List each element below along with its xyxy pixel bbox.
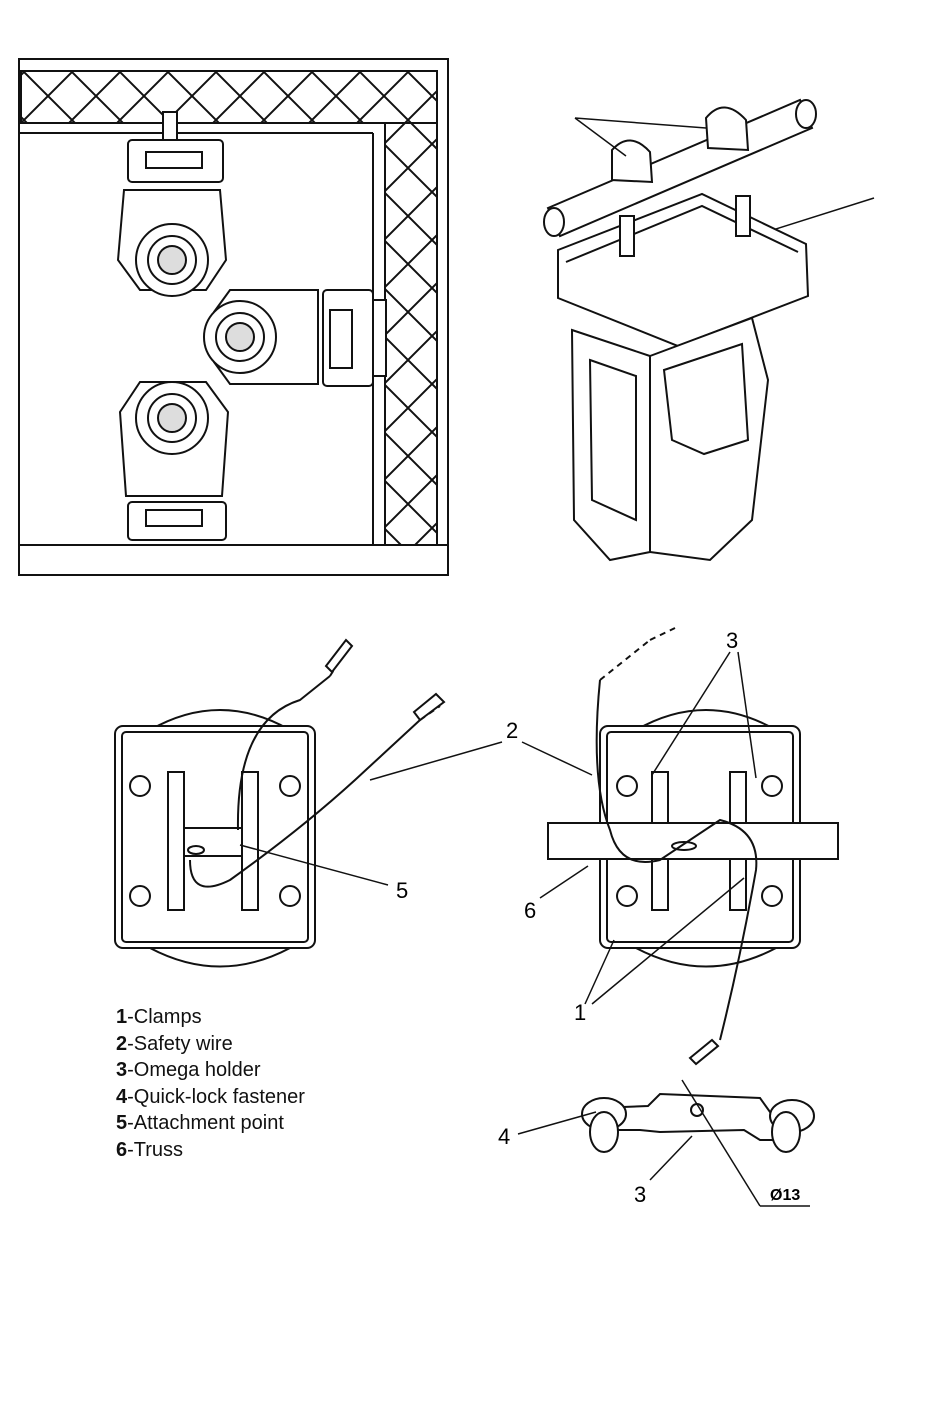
callout-5: 5 [396,878,408,903]
fixture-bottom-view-right [548,628,838,1064]
legend-item-truss: 6-Truss [116,1137,305,1164]
fixture-side-mounted [204,290,386,386]
legend-item-omega-holder: 3-Omega holder [116,1057,305,1084]
callout-3-bottom: 3 [634,1182,646,1207]
callout-4: 4 [498,1124,510,1149]
fixture-hanging-top [118,112,226,296]
callout-1: 1 [574,1000,586,1025]
fixture-on-pipe-perspective [544,100,874,560]
callout-2: 2 [506,718,518,743]
legend-item-attachment-point: 5-Attachment point [116,1110,305,1137]
legend-item-safety-wire: 2-Safety wire [116,1031,305,1058]
legend-item-clamps: 1-Clamps [116,1004,305,1031]
legend-item-quick-lock: 4-Quick-lock fastener [116,1084,305,1111]
fixture-bottom-view-left [115,640,444,967]
parts-legend: 1-Clamps 2-Safety wire 3-Omega holder 4-… [116,1004,305,1164]
callout-6: 6 [524,898,536,923]
fixture-standing-bottom [120,382,228,540]
callout-3-top: 3 [726,628,738,653]
dimension-label: Ø13 [770,1187,800,1204]
